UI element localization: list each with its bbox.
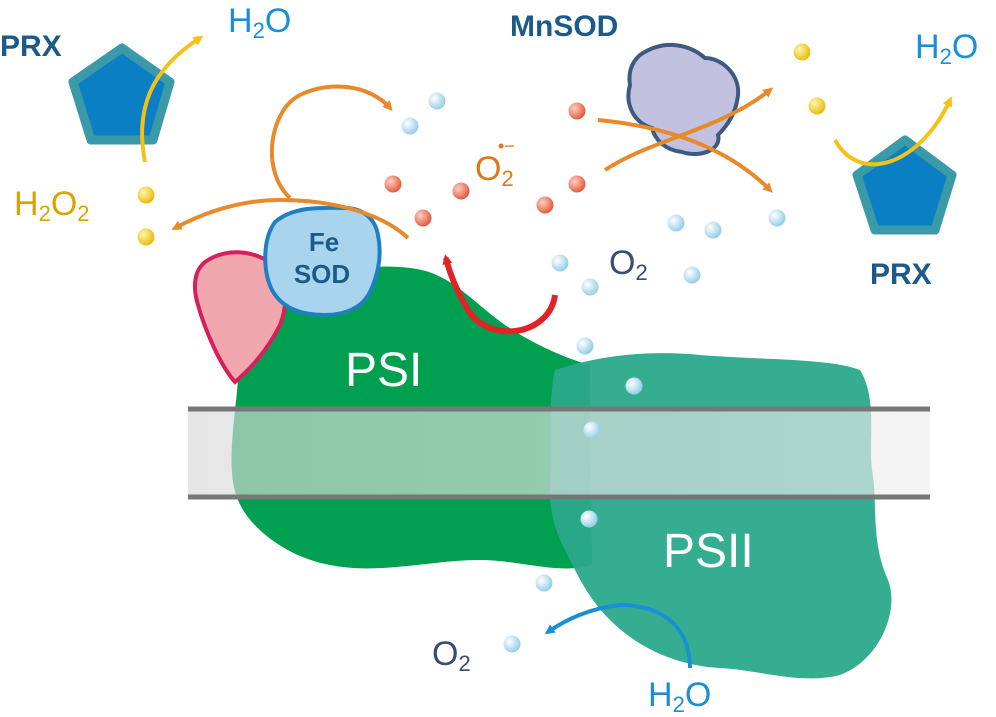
yellow-arrow-left bbox=[140, 35, 204, 163]
oxygen-molecule bbox=[580, 510, 598, 528]
h2o-top-right-label: H2O bbox=[915, 28, 978, 69]
h2o2-molecule bbox=[137, 228, 155, 246]
superoxide-molecule bbox=[384, 175, 402, 193]
superoxide-charge: •− bbox=[498, 136, 515, 156]
mnsod-label: MnSOD bbox=[510, 10, 618, 43]
psii-label: PSII bbox=[663, 525, 754, 578]
yellow-arrow-right bbox=[833, 96, 953, 167]
superoxide-molecule bbox=[414, 209, 432, 227]
oxygen-molecule bbox=[667, 214, 685, 232]
prx-right-label: PRX bbox=[870, 258, 932, 291]
orange-cross-arrow-up bbox=[603, 87, 774, 172]
superoxide-molecule bbox=[452, 182, 470, 200]
oxygen-molecule bbox=[576, 337, 594, 355]
oxygen-molecule bbox=[535, 574, 553, 592]
o2-bottom-label: O2 bbox=[432, 635, 471, 676]
superoxide-molecule bbox=[568, 102, 586, 120]
prx-left-pentagon bbox=[68, 43, 175, 145]
oxygen-molecule bbox=[581, 278, 599, 296]
orange-cross-arrow-down bbox=[597, 118, 773, 193]
oxygen-molecule bbox=[503, 635, 521, 653]
h2o2-molecule bbox=[137, 186, 155, 204]
superoxide-molecule bbox=[536, 196, 554, 214]
thylakoid-membrane bbox=[188, 408, 930, 498]
h2o2-molecule bbox=[808, 97, 826, 115]
blue-water-arrow bbox=[544, 602, 692, 669]
o2-middle-label: O2 bbox=[609, 244, 648, 285]
h2o-top-left-label: H2O bbox=[228, 2, 291, 43]
oxygen-molecule bbox=[401, 117, 419, 135]
fesod-label-line2: SOD bbox=[294, 259, 350, 289]
psii-complex bbox=[549, 353, 892, 679]
oxygen-molecule bbox=[583, 421, 601, 439]
oxygen-molecule bbox=[683, 266, 701, 284]
oxygen-molecule bbox=[551, 254, 569, 272]
prx-left-label: PRX bbox=[0, 30, 62, 63]
red-arrow bbox=[442, 254, 558, 335]
psi-label: PSI bbox=[345, 344, 422, 397]
fesod-label-line1: Fe bbox=[309, 227, 339, 257]
superoxide-molecule bbox=[568, 175, 586, 193]
oxygen-molecule bbox=[768, 209, 786, 227]
superoxide-label: O2 bbox=[475, 150, 514, 191]
h2o-bottom-label: H2O bbox=[648, 676, 711, 717]
h2o2-left-label: H2O2 bbox=[14, 185, 90, 226]
oxygen-molecule bbox=[428, 92, 446, 110]
oxygen-molecule bbox=[704, 221, 722, 239]
oxygen-molecule bbox=[625, 377, 643, 395]
h2o2-molecule bbox=[793, 43, 811, 61]
orange-loop-arrow bbox=[269, 84, 393, 200]
orange-left-arrow bbox=[171, 197, 410, 240]
